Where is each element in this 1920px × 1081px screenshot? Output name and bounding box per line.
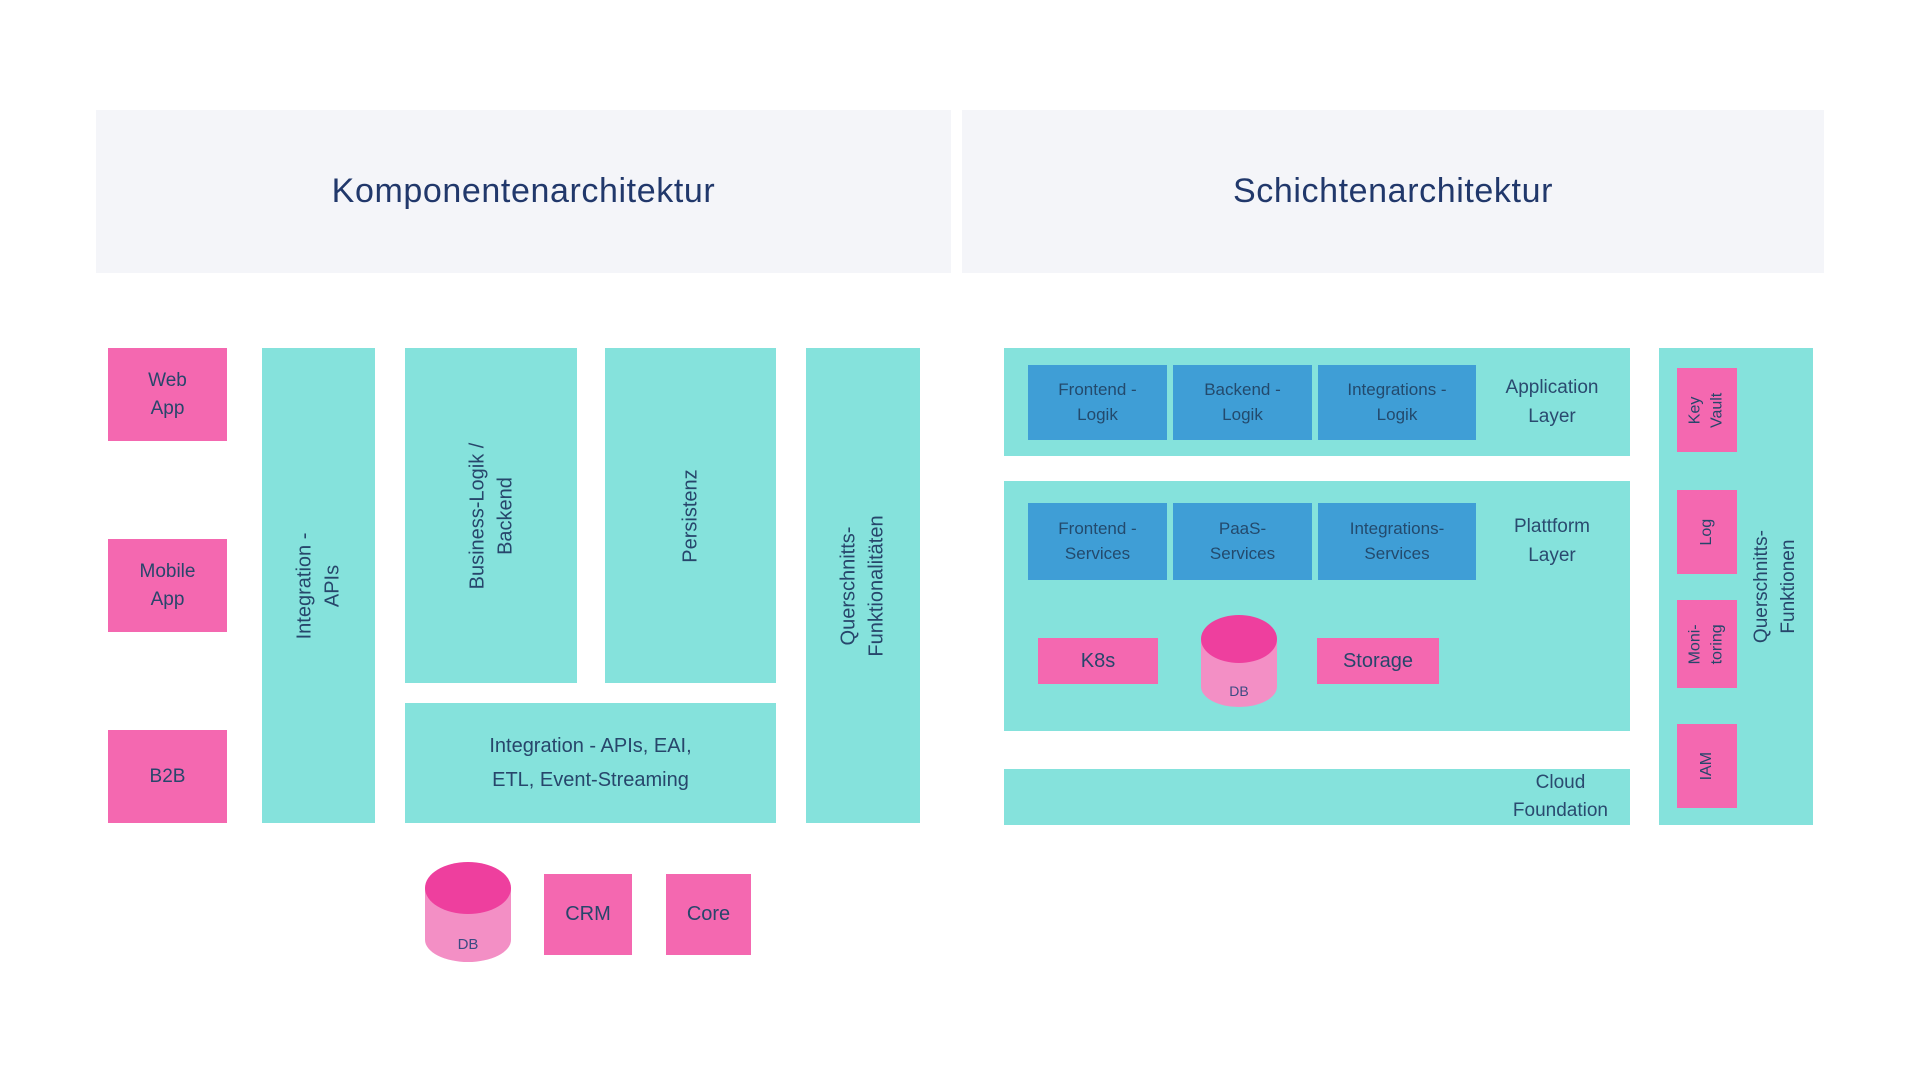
key-vault-labelwrap: Key Vault	[1677, 368, 1737, 452]
layer-architecture-title: Schichtenarchitektur	[1232, 172, 1554, 210]
database-cylinder-right-top	[1201, 615, 1277, 663]
application-layer-label: Application Layer	[1505, 377, 1599, 427]
integration-apis-bar: Integration - APIs	[262, 348, 375, 823]
database-cylinder-right: DB	[1201, 615, 1277, 707]
business-logic-backend-labelwrap: Business-Logik / Backend	[405, 348, 577, 683]
cloud-foundation-bar: Cloud Foundation	[1004, 769, 1630, 825]
database-cylinder-left: DB	[425, 862, 511, 962]
business-logic-backend-label: Business-Logik / Backend	[466, 442, 516, 589]
cross-cutting-functionalities-label: Querschnitts-Funktionalitäten	[838, 514, 889, 657]
crm-box: CRM	[544, 874, 632, 955]
web-app-box: Web App	[108, 348, 227, 441]
iam-box: IAM	[1677, 724, 1737, 808]
log-box: Log	[1677, 490, 1737, 574]
iam-label: IAM	[1697, 751, 1715, 781]
key-vault-box: Key Vault	[1677, 368, 1737, 452]
integration-logic-box: Integrations - Logik	[1318, 365, 1476, 440]
monitoring-labelwrap: Moni- toring	[1677, 600, 1737, 688]
cross-cutting-functions-container: Key Vault Log Moni- toring IAM Querschni…	[1659, 348, 1813, 825]
core-box: Core	[666, 874, 751, 955]
mobile-app-box: Mobile App	[108, 539, 227, 632]
component-architecture-header: Komponentenarchitektur	[96, 110, 951, 273]
platform-layer-container: Frontend - Services PaaS- Services Integ…	[1004, 481, 1630, 731]
database-cylinder-left-label: DB	[457, 936, 479, 953]
k8s-box: K8s	[1038, 638, 1158, 684]
integration-apis-bar-label: Integration - APIs	[293, 532, 344, 639]
log-labelwrap: Log	[1677, 490, 1737, 574]
platform-layer-label: Plattform Layer	[1513, 516, 1591, 566]
integration-apis-bar-labelwrap: Integration - APIs	[262, 348, 375, 823]
iam-labelwrap: IAM	[1677, 724, 1737, 808]
layer-architecture-header: Schichtenarchitektur	[962, 110, 1824, 273]
b2b-box: B2B	[108, 730, 227, 823]
application-layer-container: Frontend - Logik Backend - Logik Integra…	[1004, 348, 1630, 456]
integration-eai-etl-box: Integration - APIs, EAI, ETL, Event-Stre…	[405, 703, 776, 823]
monitoring-box: Moni- toring	[1677, 600, 1737, 688]
cross-cutting-functions-labelwrap: Querschnitts-Funktionen	[1737, 348, 1813, 825]
integration-services-box: Integrations- Services	[1318, 503, 1476, 580]
database-cylinder-left-top	[425, 862, 511, 914]
cross-cutting-functionalities-labelwrap: Querschnitts-Funktionalitäten	[806, 348, 920, 823]
backend-logic-box: Backend - Logik	[1173, 365, 1312, 440]
frontend-services-box: Frontend - Services	[1028, 503, 1167, 580]
storage-box: Storage	[1317, 638, 1439, 684]
paas-services-box: PaaS- Services	[1173, 503, 1312, 580]
cross-cutting-functions-label: Querschnitts-Funktionen	[1750, 530, 1799, 643]
log-label: Log	[1697, 518, 1715, 546]
cloud-foundation-label: Cloud Foundation	[1512, 772, 1608, 821]
key-vault-label: Key Vault	[1686, 392, 1726, 428]
monitoring-label: Moni- toring	[1686, 623, 1726, 665]
cross-cutting-functions-labelarea: Querschnitts-Funktionen	[1737, 348, 1813, 825]
persistence-label: Persistenz	[679, 468, 702, 563]
component-architecture-title: Komponentenarchitektur	[331, 172, 716, 210]
persistence-bar: Persistenz	[605, 348, 776, 683]
cross-cutting-functionalities-bar: Querschnitts-Funktionalitäten	[806, 348, 920, 823]
database-cylinder-right-label: DB	[1229, 682, 1249, 699]
frontend-logic-box: Frontend - Logik	[1028, 365, 1167, 440]
business-logic-backend-bar: Business-Logik / Backend	[405, 348, 577, 683]
persistence-labelwrap: Persistenz	[605, 348, 776, 683]
